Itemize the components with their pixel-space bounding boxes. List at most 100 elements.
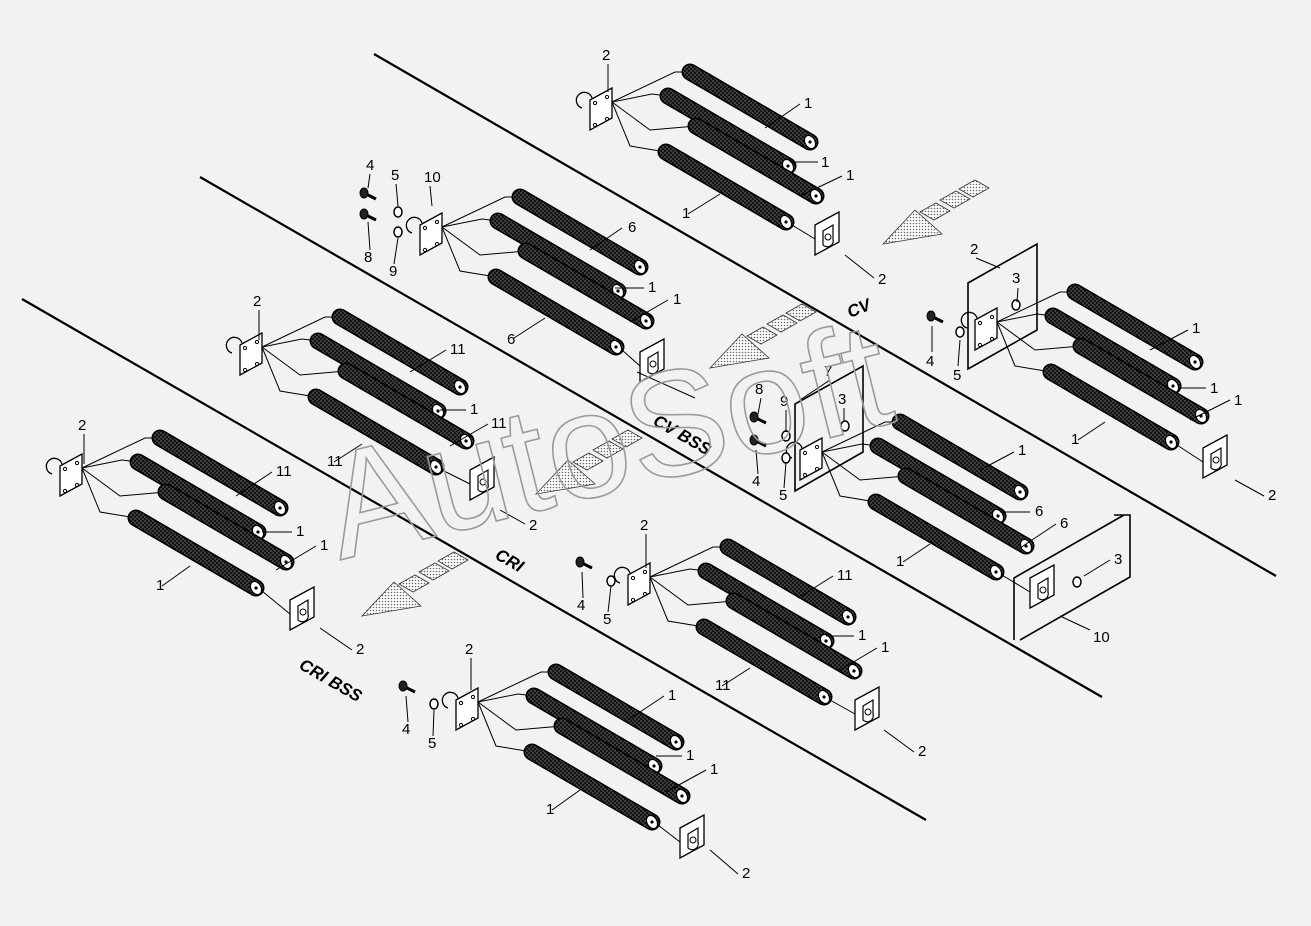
callout: 6 bbox=[1060, 515, 1068, 532]
roller-shaft bbox=[1018, 490, 1022, 494]
callout: 5 bbox=[953, 367, 961, 384]
leader-line bbox=[979, 451, 1015, 471]
end-bracket-lug bbox=[1037, 576, 1049, 601]
roller-to-bracket-wire bbox=[791, 224, 816, 240]
frame-wire-segment bbox=[649, 576, 705, 628]
roller-body bbox=[129, 511, 263, 595]
roller-shaft bbox=[638, 265, 642, 269]
bracket-lug bbox=[575, 91, 593, 109]
washer bbox=[1011, 299, 1021, 311]
end-bracket-lug bbox=[687, 826, 699, 851]
bracket-plate bbox=[419, 211, 443, 257]
roller-body bbox=[899, 469, 1033, 553]
callout: 1 bbox=[320, 537, 328, 554]
bolt-head bbox=[749, 434, 759, 446]
frame-wire-segment bbox=[477, 701, 563, 731]
leader-line bbox=[429, 185, 433, 207]
roller bbox=[511, 188, 649, 276]
leader-line bbox=[589, 227, 623, 251]
leader-line bbox=[1077, 421, 1106, 441]
roller-shaft bbox=[786, 164, 790, 168]
roller bbox=[337, 362, 475, 450]
callout-numbers: 2 1 1 1 1 2 4 5 10 8 9 6 1 1 6 2 3 4 5 1… bbox=[78, 47, 1276, 882]
bolt bbox=[749, 434, 767, 448]
bracket-lug bbox=[405, 216, 423, 234]
leader-line bbox=[721, 667, 751, 687]
callout: 1 bbox=[682, 205, 690, 222]
roller-body bbox=[1044, 365, 1178, 449]
roller-shaft bbox=[814, 194, 818, 198]
leader-line bbox=[1019, 523, 1057, 549]
end-bracket-hole bbox=[299, 608, 307, 616]
washer bbox=[393, 206, 403, 218]
leader-line bbox=[975, 257, 1001, 269]
end-bracket-lug bbox=[822, 223, 834, 248]
leader-line bbox=[957, 339, 961, 367]
callout: 11 bbox=[276, 463, 292, 480]
callout: 2 bbox=[602, 47, 610, 64]
bracket-hole bbox=[630, 575, 636, 581]
end-bracket bbox=[469, 455, 495, 502]
frame-wire-segment bbox=[611, 101, 667, 153]
callout: 2 bbox=[529, 517, 537, 534]
washer bbox=[429, 698, 439, 710]
bracket-lug bbox=[613, 566, 631, 584]
leader-line bbox=[799, 379, 831, 401]
frame-wire-segment bbox=[649, 576, 735, 606]
roller-shaft bbox=[458, 385, 462, 389]
leader-line bbox=[275, 545, 317, 571]
roller-body bbox=[871, 439, 1005, 523]
end-bracket-hole bbox=[479, 478, 487, 486]
roller-shaft bbox=[436, 409, 440, 413]
leader-line bbox=[499, 509, 526, 525]
bracket-lug bbox=[45, 457, 63, 475]
roller-shaft bbox=[254, 586, 258, 590]
roller bbox=[867, 493, 1005, 581]
bracket bbox=[45, 452, 83, 498]
section-divider-lines bbox=[21, 53, 1277, 821]
end-bracket bbox=[1029, 563, 1055, 610]
roller-shaft bbox=[464, 439, 468, 443]
bracket-hole bbox=[592, 122, 598, 128]
roller-body bbox=[489, 270, 623, 354]
callout: 1 bbox=[648, 279, 656, 296]
callout: 1 bbox=[858, 627, 866, 644]
leader-line bbox=[367, 173, 371, 189]
end-bracket-lug bbox=[477, 468, 489, 493]
washer bbox=[393, 226, 403, 238]
callout: 2 bbox=[78, 417, 86, 434]
leader-line bbox=[665, 769, 707, 793]
leader-line bbox=[709, 849, 739, 875]
mounting-frames bbox=[794, 242, 1131, 641]
callout: 1 bbox=[896, 553, 904, 570]
roller bbox=[897, 467, 1035, 555]
leader-line bbox=[432, 709, 435, 737]
bracket-hole bbox=[802, 450, 808, 456]
roller-to-bracket-wire bbox=[261, 590, 291, 615]
leader-line bbox=[1189, 399, 1231, 421]
leader-line bbox=[839, 647, 878, 671]
callout: 8 bbox=[364, 249, 372, 266]
callout: 2 bbox=[356, 641, 364, 658]
roller bbox=[1042, 363, 1180, 451]
frame-wire-segment bbox=[821, 451, 907, 481]
roller bbox=[1072, 337, 1210, 425]
bracket-hole bbox=[470, 694, 476, 700]
bolt-head bbox=[575, 556, 585, 568]
roller-body bbox=[513, 190, 647, 274]
bracket-plate bbox=[589, 86, 613, 132]
end-bracket-hole bbox=[1039, 586, 1047, 594]
roller-shaft bbox=[1024, 544, 1028, 548]
frame-wire-segment bbox=[81, 467, 167, 497]
callout: 11 bbox=[715, 677, 731, 694]
roller-body bbox=[309, 390, 443, 474]
frame-wire-segment bbox=[441, 226, 527, 256]
leader-line bbox=[797, 575, 834, 599]
roller-shaft bbox=[846, 615, 850, 619]
callout: 1 bbox=[668, 687, 676, 704]
callout: 1 bbox=[686, 747, 694, 764]
callout: 11 bbox=[450, 341, 466, 358]
roller bbox=[517, 242, 655, 330]
leader-line bbox=[636, 371, 696, 399]
bracket-hole bbox=[470, 716, 476, 722]
